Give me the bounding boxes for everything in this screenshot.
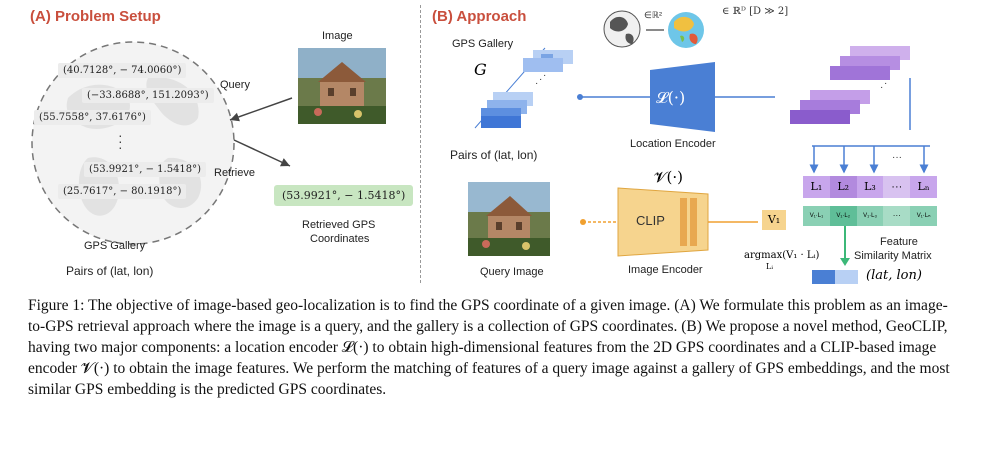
retrieved-label-2: Coordinates — [310, 233, 370, 245]
sim-cell-dots: ··· — [883, 206, 911, 226]
query-photo-a — [298, 48, 386, 124]
argmax-arrow — [840, 226, 850, 266]
gallery-coord-3: (55.7558°, 37.6176°) — [34, 110, 151, 125]
gallery-coord-1: (40.7128°, − 74.0060°) — [58, 63, 187, 78]
l-cell-dots: ··· — [883, 176, 911, 198]
query-label: Query — [220, 79, 250, 91]
fanout-arrows: ··· — [809, 145, 930, 174]
location-feature-stack: · · — [790, 46, 911, 130]
clip-label: CLIP — [636, 213, 665, 228]
location-encoder-label: Location Encoder — [630, 138, 716, 150]
gallery-coord-4: (53.9921°, − 1.5418°) — [84, 162, 207, 177]
gallery-ellipsis: ··· — [118, 127, 123, 155]
l-row: L₁ L₂ L₃ ··· Lₙ — [803, 176, 937, 198]
figure-caption: Figure 1: The objective of image-based g… — [28, 297, 954, 398]
feature-label: Feature — [880, 236, 918, 248]
svg-text:·: · — [884, 78, 887, 89]
l-cell-2: L₂ — [829, 176, 857, 198]
v1-box: V₁ — [762, 210, 786, 230]
image-encoder-label: Image Encoder — [628, 264, 703, 276]
retrieved-label-1: Retrieved GPS — [302, 219, 376, 231]
similarity-matrix-label: Similarity Matrix — [854, 250, 932, 262]
svg-text:···: ··· — [892, 152, 902, 163]
sim-cell-3: V₁·L₃ — [863, 213, 877, 219]
panel-divider — [420, 5, 421, 283]
g-symbol: G — [474, 60, 487, 79]
output-bar — [812, 270, 858, 284]
l-cell-1: L₁ — [810, 180, 823, 193]
gps-gallery-label: GPS Gallery — [84, 240, 146, 252]
panel-a-title: (A) Problem Setup — [30, 8, 161, 25]
svg-text:∈ℝ²: ∈ℝ² — [644, 10, 662, 20]
clip-symbol: 𝓥(·) — [654, 168, 683, 186]
retrieved-coord: (53.9921°, − 1.5418°) — [274, 185, 414, 206]
svg-text:·: · — [880, 82, 883, 93]
rd-label: ∈ ℝᴰ [D ≫ 2] — [722, 6, 789, 17]
argmax-label: argmax(V₁ · Lᵢ) — [744, 250, 820, 261]
image-label: Image — [322, 30, 353, 42]
similarity-row: V₁·L₁ V₁·L₂ V₁·L₃ ··· V₁·Lₙ — [803, 206, 937, 226]
argmax-sub: Lᵢ — [766, 262, 773, 271]
output-label: (lat, lon) — [866, 268, 922, 283]
gallery-coord-2: (−33.8688°, 151.2093°) — [82, 88, 214, 103]
l-cell-n: Lₙ — [917, 180, 930, 193]
panel-b-title: (B) Approach — [432, 8, 527, 25]
location-encoder-block — [577, 62, 775, 132]
location-encoder-symbol: 𝓛(·) — [656, 88, 686, 107]
l-cell-3: L₃ — [864, 180, 876, 193]
image-encoder-block — [580, 187, 758, 257]
world-map-icons: ∈ℝ² — [603, 10, 704, 48]
svg-text:·: · — [535, 78, 538, 89]
pairs-label-b: Pairs of (lat, lon) — [450, 148, 538, 162]
gps-gallery-b-label: GPS Gallery — [452, 38, 514, 50]
gallery-coord-5: (25.7617°, − 80.1918°) — [58, 184, 187, 199]
gps-gallery-stack: · · · — [474, 47, 573, 129]
sim-cell-2: V₁·L₂ — [829, 206, 857, 226]
svg-text:·: · — [543, 70, 546, 81]
sim-cell-1: V₁·L₁ — [809, 213, 824, 219]
query-retrieve-arrows — [229, 97, 293, 167]
retrieve-label: Retrieve — [214, 167, 255, 179]
query-image-label: Query Image — [480, 266, 544, 278]
svg-text:·: · — [539, 74, 542, 85]
pairs-label-a: Pairs of (lat, lon) — [66, 264, 154, 278]
query-photo-b — [468, 182, 550, 256]
sim-cell-n: V₁·Lₙ — [916, 213, 931, 219]
